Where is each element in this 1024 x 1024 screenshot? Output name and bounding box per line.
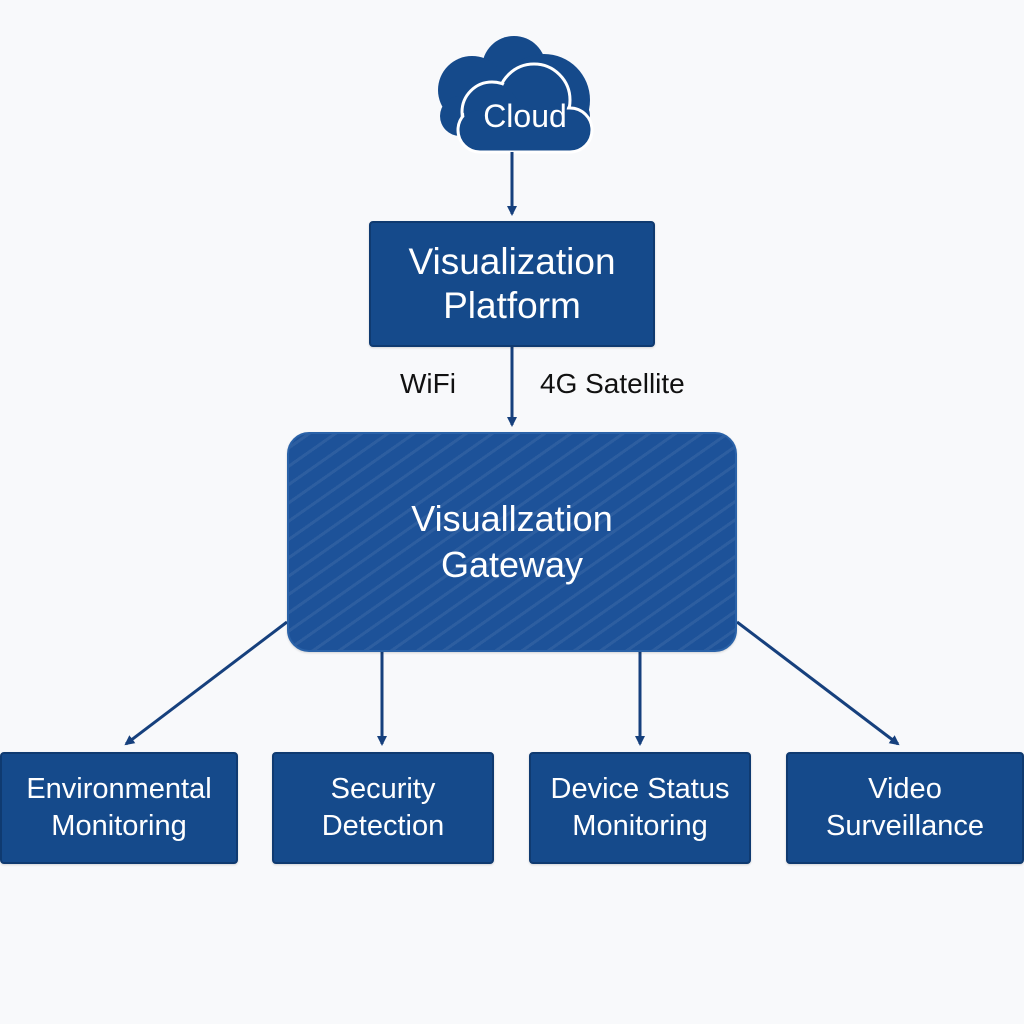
arrow-gateway-to-environmental — [124, 620, 288, 746]
gateway-title-line2: Gateway — [440, 544, 584, 585]
security-detection-box[interactable]: Security Detection — [272, 752, 494, 864]
platform-title-line2: Platform — [443, 285, 581, 326]
module-label-line2: Monitoring — [572, 810, 708, 842]
module-label-line1: Security — [330, 773, 436, 805]
platform-title-line1: Visualization — [408, 241, 616, 282]
module-label-line2: Surveillance — [826, 810, 984, 842]
4g-satellite-label: 4G Satellite — [540, 368, 685, 399]
cloud-label: Cloud — [483, 98, 567, 134]
environmental-monitoring-box[interactable]: Environmental Monitoring — [0, 752, 238, 864]
visualization-gateway-box[interactable]: Visuallzation Gateway — [287, 432, 737, 652]
module-label-line2: Detection — [321, 810, 445, 842]
wifi-label: WiFi — [400, 368, 456, 399]
cloud-icon — [438, 36, 594, 154]
module-label-line1: Environmental — [26, 773, 212, 805]
visualization-platform-box[interactable]: Visualization Platform — [369, 221, 655, 347]
module-label-line2: Monitoring — [51, 810, 187, 842]
video-surveillance-box[interactable]: Video Surveillance — [786, 752, 1024, 864]
module-label-line1: Video — [868, 773, 942, 805]
arrow-gateway-to-video — [736, 620, 900, 746]
device-status-monitoring-box[interactable]: Device Status Monitoring — [529, 752, 751, 864]
gateway-title-line1: Visuallzation — [411, 498, 613, 539]
module-label-line1: Device Status — [550, 773, 730, 805]
